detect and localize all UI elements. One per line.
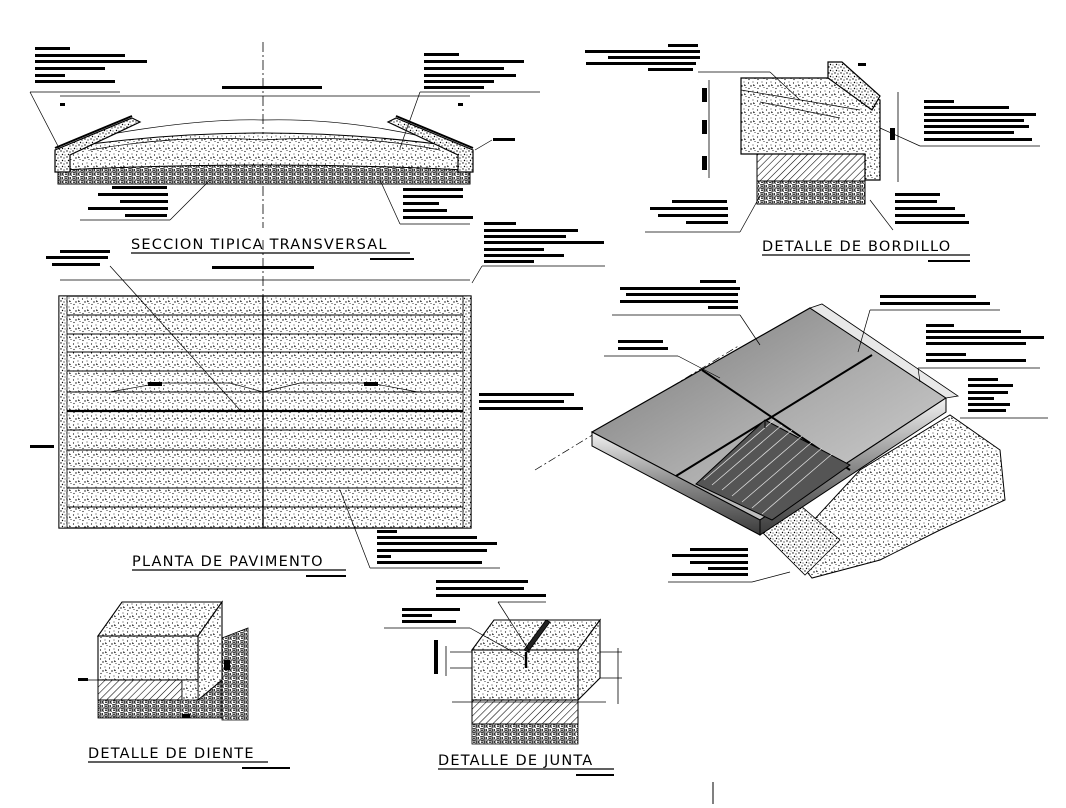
title-bordillo: DETALLE DE BORDILLO [762, 239, 951, 255]
tooth-detail: DETALLE DE DIENTE [78, 600, 290, 769]
pavement-plan: PLANTA DE PAVIMENTO [30, 222, 605, 577]
title-seccion: SECCION TIPICA TRANSVERSAL [131, 237, 388, 253]
title-junta: DETALLE DE JUNTA [438, 753, 593, 769]
title-planta: PLANTA DE PAVIMENTO [132, 554, 324, 570]
curb-detail: DETALLE DE BORDILLO [585, 44, 1040, 262]
joint-detail: DETALLE DE JUNTA [384, 580, 622, 776]
section-typical-transverse: SECCION TIPICA TRANSVERSAL [29, 42, 540, 260]
title-diente: DETALLE DE DIENTE [88, 746, 255, 762]
isometric-pavement-view [534, 280, 1048, 583]
